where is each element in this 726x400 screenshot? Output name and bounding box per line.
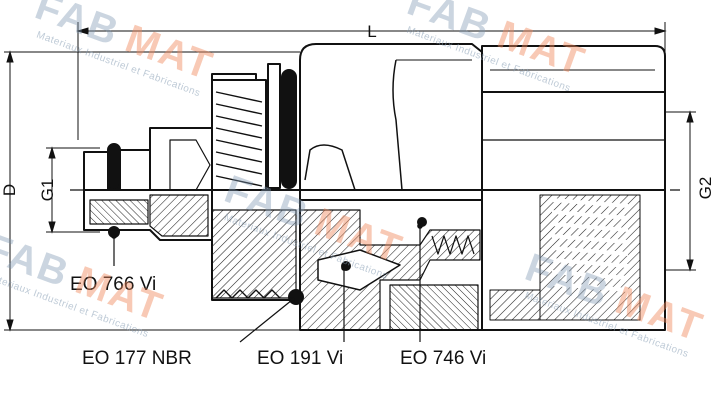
watermark-top-left: FAB MAT Materiaux Industriel et Fabricat… — [30, 0, 220, 99]
thread-left-label: G1 — [38, 179, 57, 202]
length-label: L — [367, 22, 376, 41]
callout-seal-valve: EO 746 Vi — [400, 348, 486, 369]
thread-right-label: G2 — [696, 177, 715, 200]
coupling-upper-exterior — [83, 43, 666, 191]
callout-seal-middle: EO 191 Vi — [257, 348, 343, 369]
outer-diameter-label: D — [0, 184, 19, 196]
callout-seal-front: EO 766 Vi — [70, 274, 156, 295]
dimension-outer-diameter — [4, 50, 300, 332]
callout-seal-thread: EO 177 NBR — [82, 348, 192, 369]
watermark-bottom-left: FAB MAT Materiaux Industriel et Fabricat… — [0, 225, 169, 340]
dimension-thread-left — [46, 146, 100, 234]
coupling-lower-section — [83, 189, 666, 331]
callout-leaders — [111, 223, 423, 343]
